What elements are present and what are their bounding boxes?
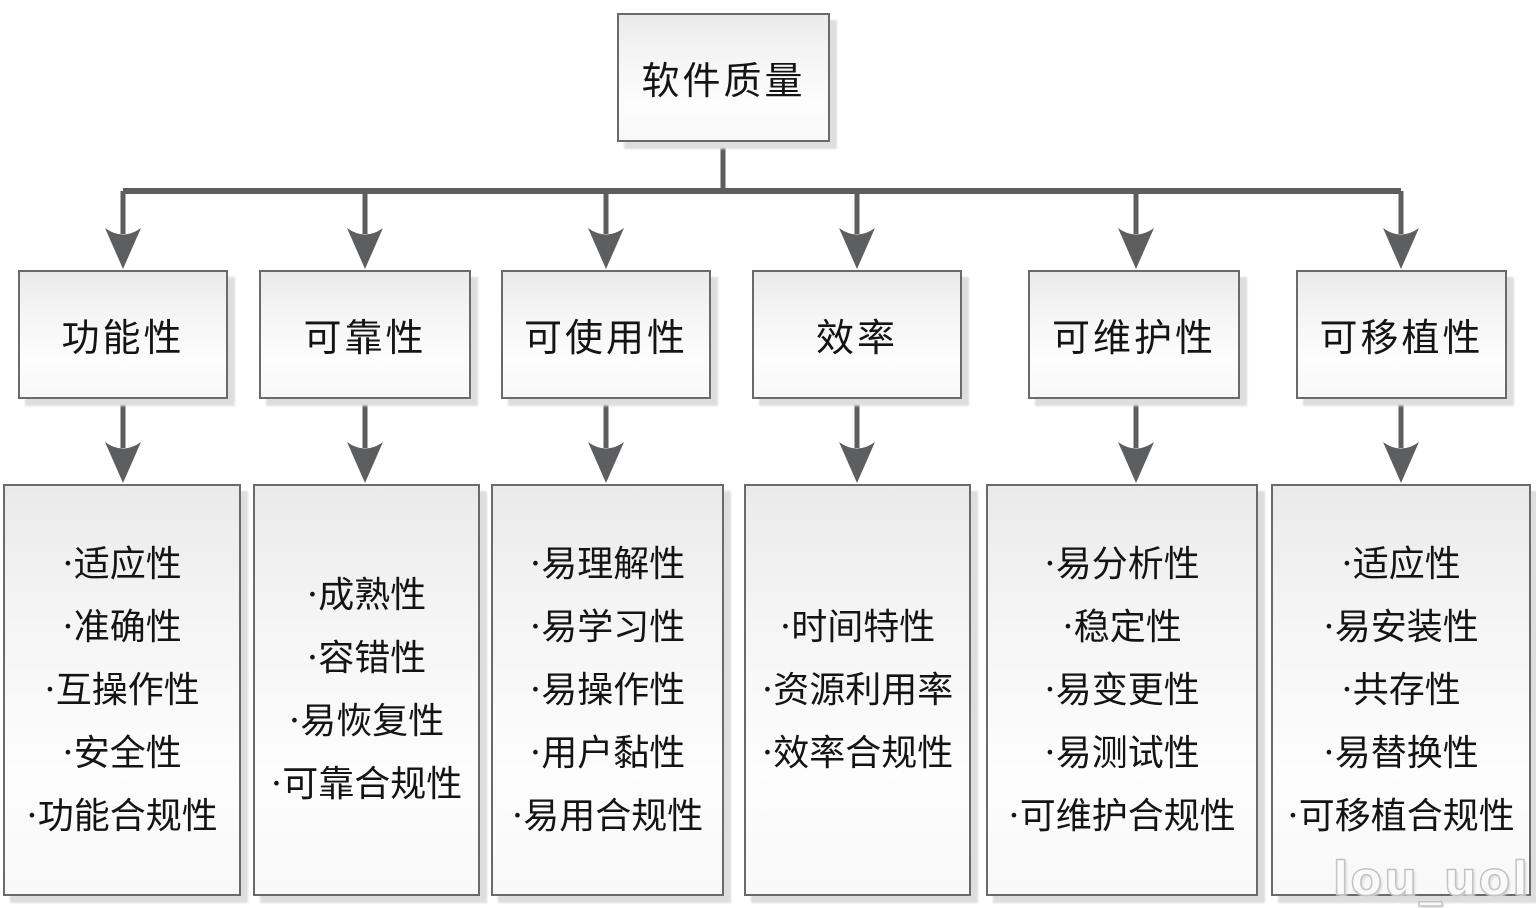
detail-box-efficiency: ·时间特性 ·资源利用率 ·效率合规性 bbox=[744, 484, 971, 896]
detail-item: ·用户黏性 bbox=[529, 732, 686, 774]
arrow-down-icon bbox=[839, 442, 875, 483]
detail-box-reliability: ·成熟性 ·容错性 ·易恢复性 ·可靠合规性 bbox=[253, 484, 480, 896]
detail-item: ·易替换性 bbox=[1323, 732, 1479, 774]
detail-item: ·容错性 bbox=[306, 638, 427, 679]
detail-item: ·共存性 bbox=[1341, 669, 1461, 711]
detail-item: ·易理解性 bbox=[529, 543, 686, 585]
arrow-down-icon bbox=[105, 442, 141, 483]
arrow-down-icon bbox=[1383, 442, 1419, 483]
detail-item: ·时间特性 bbox=[779, 606, 936, 648]
detail-item: ·易测试性 bbox=[1044, 732, 1200, 774]
detail-item: ·易恢复性 bbox=[288, 701, 445, 742]
branch-node-portability: 可移植性 bbox=[1296, 270, 1507, 399]
detail-item: ·准确性 bbox=[62, 606, 182, 648]
detail-box-portability: ·适应性 ·易安装性 ·共存性 ·易替换性 ·可移植合规性 bbox=[1271, 484, 1531, 896]
branch-label: 可移植性 bbox=[1319, 316, 1484, 360]
detail-item: ·易操作性 bbox=[529, 669, 686, 711]
branch-node-maintainability: 可维护性 bbox=[1028, 270, 1240, 399]
watermark: lou_uol bbox=[1332, 851, 1530, 907]
detail-item: ·适应性 bbox=[1341, 543, 1461, 585]
branch-label: 效率 bbox=[815, 316, 898, 360]
detail-box-usability: ·易理解性 ·易学习性 ·易操作性 ·用户黏性 ·易用合规性 bbox=[491, 484, 724, 896]
arrow-down-icon bbox=[105, 228, 141, 269]
detail-item: ·功能合规性 bbox=[26, 795, 218, 837]
arrow-down-icon bbox=[1118, 442, 1154, 483]
arrow-down-icon bbox=[588, 442, 624, 483]
detail-box-maintainability: ·易分析性 ·稳定性 ·易变更性 ·易测试性 ·可维护合规性 bbox=[986, 484, 1258, 896]
root-label: 软件质量 bbox=[641, 59, 806, 103]
arrow-down-icon bbox=[1383, 228, 1419, 269]
detail-item: ·稳定性 bbox=[1062, 606, 1182, 648]
arrow-down-icon bbox=[347, 228, 383, 269]
arrow-down-icon bbox=[588, 228, 624, 269]
branch-label: 功能性 bbox=[61, 316, 185, 360]
branch-node-efficiency: 效率 bbox=[752, 270, 962, 399]
detail-item: ·适应性 bbox=[62, 543, 182, 585]
detail-item: ·易用合规性 bbox=[511, 795, 704, 837]
arrow-down-icon bbox=[839, 228, 875, 269]
detail-item: ·效率合规性 bbox=[761, 732, 954, 774]
branch-label: 可使用性 bbox=[523, 316, 688, 360]
detail-item: ·可维护合规性 bbox=[1008, 795, 1236, 837]
detail-item: ·易安装性 bbox=[1323, 606, 1479, 648]
detail-item: ·可移植合规性 bbox=[1287, 795, 1515, 837]
detail-item: ·可靠合规性 bbox=[270, 764, 463, 805]
detail-item: ·资源利用率 bbox=[761, 669, 954, 711]
branch-label: 可靠性 bbox=[303, 316, 427, 360]
detail-box-functionality: ·适应性 ·准确性 ·互操作性 ·安全性 ·功能合规性 bbox=[3, 484, 241, 896]
branch-label: 可维护性 bbox=[1051, 316, 1216, 360]
branch-node-reliability: 可靠性 bbox=[259, 270, 471, 399]
detail-item: ·互操作性 bbox=[44, 669, 200, 711]
arrow-down-icon bbox=[347, 442, 383, 483]
detail-item: ·易变更性 bbox=[1044, 669, 1200, 711]
arrow-down-icon bbox=[1118, 228, 1154, 269]
detail-item: ·安全性 bbox=[62, 732, 182, 774]
detail-item: ·成熟性 bbox=[306, 575, 427, 616]
detail-item: ·易分析性 bbox=[1044, 543, 1200, 585]
detail-item: ·易学习性 bbox=[529, 606, 686, 648]
branch-node-usability: 可使用性 bbox=[501, 270, 711, 399]
branch-node-functionality: 功能性 bbox=[18, 270, 228, 399]
root-node-software-quality: 软件质量 bbox=[617, 13, 830, 142]
